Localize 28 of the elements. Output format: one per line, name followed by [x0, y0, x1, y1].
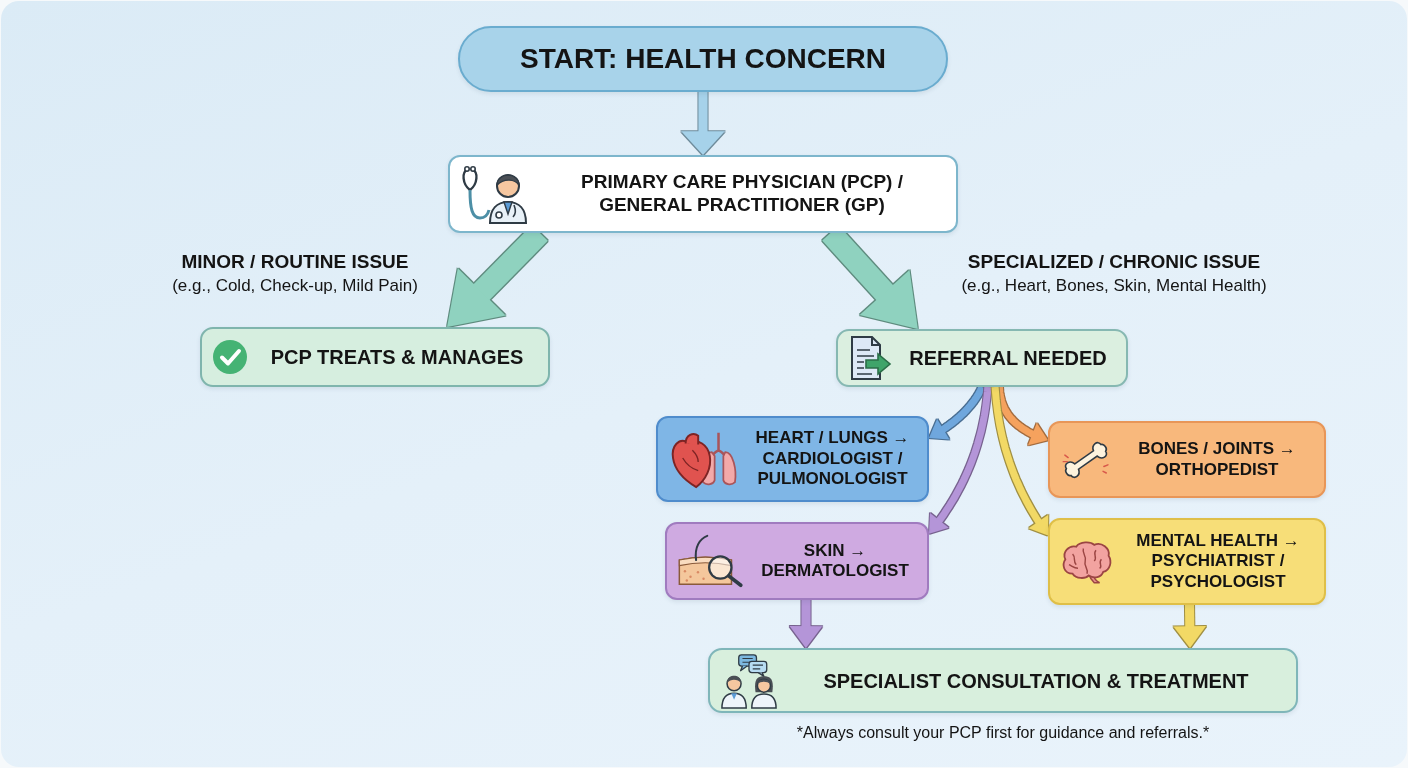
- node-title: REFERRAL NEEDED: [909, 346, 1107, 370]
- flow-arrow: [1173, 604, 1207, 648]
- node-title: PRIMARY CARE PHYSICIAN (PCP) / GENERAL PRACTITIONER (GP): [580, 171, 904, 217]
- flow-arrow: [996, 385, 1048, 446]
- node-title: PCP TREATS & MANAGES: [270, 345, 524, 369]
- flow-arrow: [789, 600, 823, 648]
- edge-label: SPECIALIZED / CHRONIC ISSUE (e.g., Heart, Bones, Skin, Mental Health): [960, 250, 1268, 297]
- flow-arrow: [929, 385, 986, 440]
- specialty-box: [665, 522, 929, 600]
- referral-box: [836, 329, 1128, 387]
- node-title: HEART / LUNGS → CARDIOLOGIST / PULMONOLOGIST: [754, 428, 911, 490]
- specialty-box: [656, 416, 929, 502]
- outcome-box: [200, 327, 550, 387]
- footnote-caption: *Always consult your PCP first for guidance and referrals.*: [795, 724, 1211, 742]
- specialty-box: [1048, 421, 1326, 498]
- flow-arrow: [991, 386, 1049, 536]
- node-title: START: HEALTH CONCERN: [519, 42, 887, 76]
- node-title: SPECIALIST CONSULTATION & TREATMENT: [823, 668, 1249, 693]
- specialty-box: [1048, 518, 1326, 605]
- process-box: [448, 155, 958, 233]
- node-title: MENTAL HEALTH → PSYCHIATRIST / PSYCHOLOGIST: [1135, 530, 1301, 593]
- edge-label: MINOR / ROUTINE ISSUE (e.g., Cold, Check-up, Mild Pain): [171, 250, 419, 297]
- outcome-box: [708, 648, 1298, 713]
- flow-arrow: [681, 92, 725, 155]
- start-terminal: [458, 26, 948, 92]
- flow-arrow: [929, 386, 992, 534]
- node-title: BONES / JOINTS → ORTHOPEDIST: [1137, 439, 1297, 480]
- node-title: SKIN → DERMATOLOGIST: [760, 540, 910, 582]
